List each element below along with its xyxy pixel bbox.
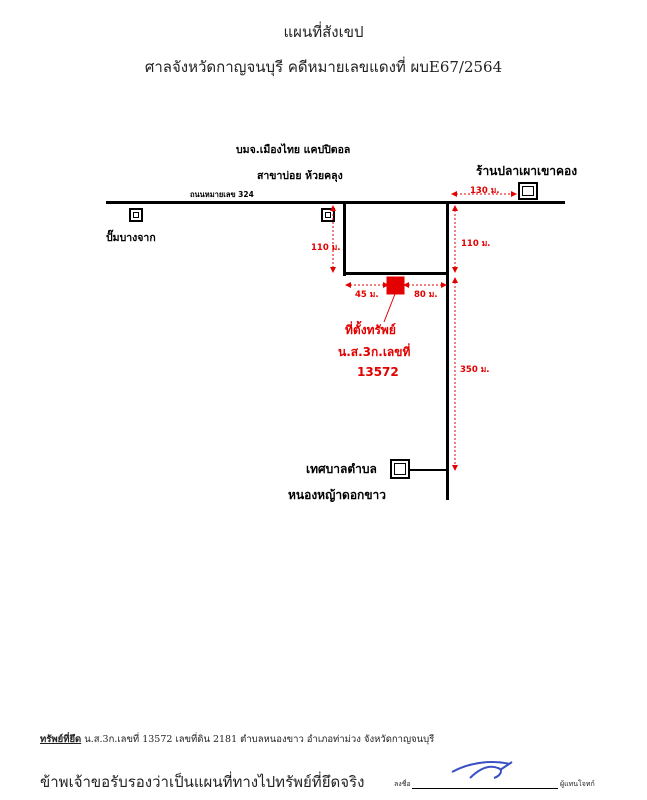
map-title: แผนที่สังเขป [283,23,364,41]
case-subtitle: ศาลจังหวัดกาญจนบุรี คดีหมายเลขแดงที่ ผบE… [144,58,503,76]
fish-shop-label: ร้านปลาเผาเขาคอง [476,164,578,178]
property-description: ทรัพย์ที่ยึด น.ส.3ก.เลขที่ 13572 เลขที่ด… [40,732,434,747]
fish-shop-symbol [518,182,538,200]
property-pointer [383,293,396,323]
long-vertical-road [446,202,449,500]
dim-label-left-branch: 110 ม. [311,243,341,253]
main-road [106,201,565,204]
municipality-label-line2: หนองหญ้าดอกขาว [288,488,386,502]
property-marker [386,276,405,295]
left-branch-road [343,202,346,276]
dim-label-municipality: 350 ม. [460,365,490,375]
property-label-line2: น.ส.3ก.เลขที่ [338,345,411,359]
gas-station-symbol [129,208,143,222]
dim-label-east: 80 ม. [414,290,438,300]
property-label-line3: 13572 [357,365,399,379]
municipality-label-line1: เทศบาลตำบล [306,462,377,476]
gas-station-label: ปั๊มบางจาก [106,232,156,244]
property-description-text: น.ส.3ก.เลขที่ 13572 เลขที่ดิน 2181 ตำบลห… [81,734,435,745]
property-label-line1: ที่ตั้งทรัพย์ [345,323,396,337]
road-label: ถนนหมายเลข 324 [190,190,254,199]
dim-label-west: 45 ม. [355,290,379,300]
dim-label-fish-shop: 130 ม. [470,186,500,196]
property-description-label: ทรัพย์ที่ยึด [40,734,82,745]
municipality-symbol [390,459,410,479]
company-label-line1: บมจ.เมืองไทย แคปปิตอล [236,144,351,156]
company-label-line2: สาขาบ่อย ห้วยคลุง [257,170,343,182]
signature-mark [451,761,513,779]
signature-role: ผู้แทนโจทก์ [560,780,595,788]
signature-prefix: ลงชื่อ [394,780,411,788]
dim-label-right-road: 110 ม. [461,239,491,249]
municipality-spur [410,469,448,471]
connector-road [343,272,449,275]
certification-statement: ข้าพเจ้าขอรับรองว่าเป็นแผนที่ทางไปทรัพย์… [40,773,365,791]
signature-line [412,788,558,789]
